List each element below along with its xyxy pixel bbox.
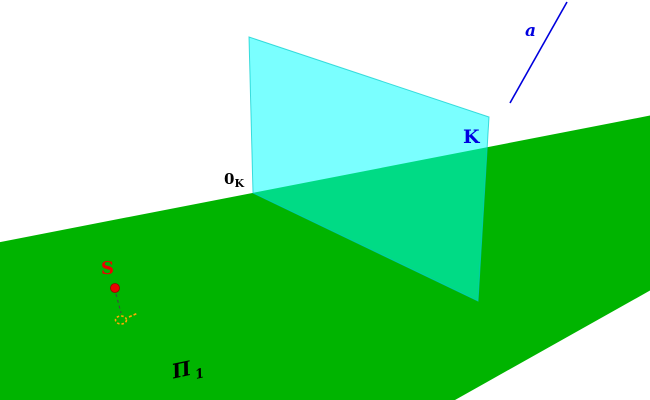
origin-k-label: 0K: [224, 170, 244, 190]
s1-projection-marker: [114, 312, 139, 325]
point-s-label: S: [101, 258, 114, 279]
line-a: [509, 1, 568, 104]
horizontal-plane: [0, 115, 650, 400]
point-k-label: K: [463, 126, 481, 148]
line-a-label: a: [525, 21, 536, 41]
point-s-marker: [110, 283, 120, 293]
plane-label-subscript: 1: [194, 366, 206, 383]
vertical-plane: [248, 36, 490, 302]
s1-marker-tick: [128, 312, 139, 318]
origin-k-subscript: K: [234, 177, 244, 190]
s1-marker-ellipse: [114, 315, 128, 325]
origin-k-base: 0: [224, 170, 234, 188]
